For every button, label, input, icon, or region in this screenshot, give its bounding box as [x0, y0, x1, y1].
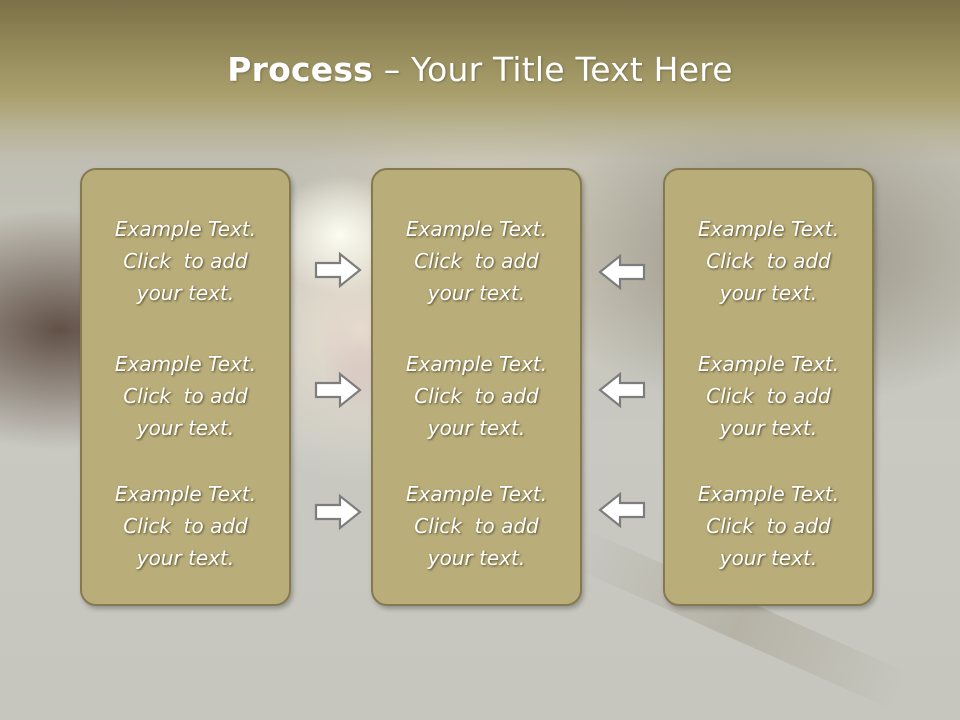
text-line: Click to add: [414, 384, 539, 408]
text-line: Example Text.: [405, 482, 548, 506]
panel-left[interactable]: Example Text. Click to add your text. Ex…: [80, 168, 291, 606]
text-line: Example Text.: [114, 217, 257, 241]
text-line: your text.: [427, 416, 526, 440]
text-block[interactable]: Example Text. Click to add your text.: [373, 348, 580, 444]
arrow-right-icon[interactable]: [313, 492, 363, 532]
title-bold: Process: [227, 50, 374, 89]
panel-middle[interactable]: Example Text. Click to add your text. Ex…: [371, 168, 582, 606]
arrow-left-icon[interactable]: [597, 252, 647, 292]
text-line: Click to add: [123, 514, 248, 538]
text-block[interactable]: Example Text. Click to add your text.: [665, 213, 872, 309]
text-block[interactable]: Example Text. Click to add your text.: [82, 213, 289, 309]
arrow-left-icon[interactable]: [597, 370, 647, 410]
text-line: your text.: [136, 416, 235, 440]
text-line: your text.: [719, 416, 818, 440]
text-line: Example Text.: [114, 352, 257, 376]
text-line: Example Text.: [697, 352, 840, 376]
text-line: Example Text.: [405, 352, 548, 376]
text-line: Example Text.: [114, 482, 257, 506]
text-line: Click to add: [123, 384, 248, 408]
arrow-right-icon[interactable]: [313, 370, 363, 410]
title-rest: – Your Title Text Here: [373, 50, 733, 89]
arrow-right-icon[interactable]: [313, 250, 363, 290]
text-block[interactable]: Example Text. Click to add your text.: [665, 478, 872, 574]
text-line: Click to add: [706, 514, 831, 538]
arrow-left-icon[interactable]: [597, 490, 647, 530]
text-block[interactable]: Example Text. Click to add your text.: [373, 478, 580, 574]
text-line: Example Text.: [405, 217, 548, 241]
text-line: your text.: [719, 281, 818, 305]
text-line: your text.: [427, 281, 526, 305]
text-block[interactable]: Example Text. Click to add your text.: [665, 348, 872, 444]
text-line: Click to add: [414, 249, 539, 273]
text-line: Example Text.: [697, 217, 840, 241]
text-block[interactable]: Example Text. Click to add your text.: [82, 478, 289, 574]
text-line: your text.: [136, 281, 235, 305]
text-line: your text.: [136, 546, 235, 570]
title-band: [0, 0, 960, 160]
panel-right[interactable]: Example Text. Click to add your text. Ex…: [663, 168, 874, 606]
text-line: Click to add: [706, 249, 831, 273]
text-line: Click to add: [414, 514, 539, 538]
text-line: Click to add: [706, 384, 831, 408]
text-line: your text.: [427, 546, 526, 570]
slide-title[interactable]: Process – Your Title Text Here: [0, 50, 960, 89]
text-line: your text.: [719, 546, 818, 570]
text-line: Click to add: [123, 249, 248, 273]
text-line: Example Text.: [697, 482, 840, 506]
text-block[interactable]: Example Text. Click to add your text.: [82, 348, 289, 444]
text-block[interactable]: Example Text. Click to add your text.: [373, 213, 580, 309]
